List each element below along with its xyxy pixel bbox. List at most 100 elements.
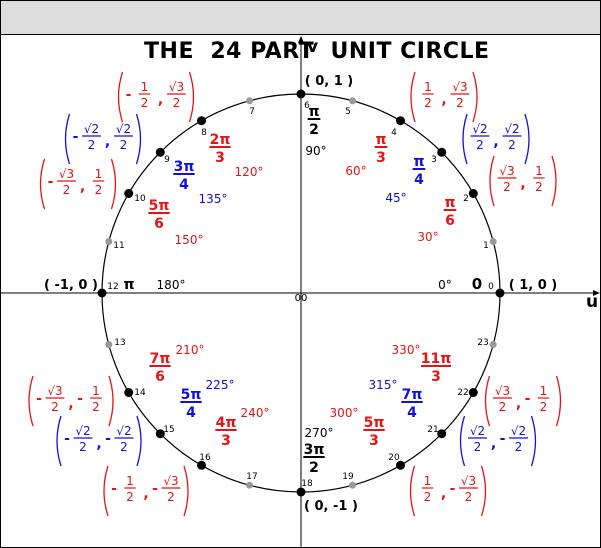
circle-point (437, 147, 447, 157)
point-number-label: 20 (388, 453, 400, 463)
coordinate-comma: , (68, 396, 73, 412)
coordinate-left-paren (459, 415, 466, 467)
coordinate-minus-sign: - (36, 391, 42, 407)
circle-point (396, 116, 405, 126)
radian-label-denominator: 6 (155, 369, 165, 385)
coordinate-left-paren (484, 375, 491, 427)
circle-point (124, 388, 134, 397)
coordinate-y-numerator: 1 (95, 167, 103, 181)
circle-point (197, 116, 206, 126)
degree-label: 270° (305, 426, 334, 440)
point-number-label: 11 (113, 241, 124, 251)
coordinate-comma: , (491, 436, 496, 452)
coordinate-x-denominator: 2 (476, 138, 484, 152)
circle-point (296, 89, 306, 99)
coordinate-left-paren (103, 465, 109, 517)
axis-coordinate-label: ( -1, 0 ) (44, 278, 98, 293)
degree-label: 90° (305, 144, 326, 158)
coordinate-y-numerator: √3 (461, 474, 476, 488)
radian-label-numerator: 3π (304, 442, 325, 458)
circle-point (155, 147, 165, 157)
point-number-label: 13 (114, 338, 125, 348)
coordinate-x-numerator: √2 (75, 424, 90, 438)
coordinate-right-paren (110, 158, 117, 210)
coordinate-x-denominator: 2 (424, 490, 432, 504)
circle-point (246, 481, 253, 489)
circle-point (349, 97, 356, 105)
coordinate-y-denominator: 2 (515, 440, 523, 454)
radian-label-denominator: 4 (414, 172, 424, 188)
point-number-label: 16 (199, 453, 211, 463)
coordinate-x-denominator: 2 (424, 96, 432, 110)
circle-point (246, 97, 253, 105)
axis-coordinate-label: ( 0, 1 ) (305, 74, 354, 89)
coordinate-x-numerator: √2 (472, 122, 487, 136)
coordinate-x-denominator: 2 (126, 490, 134, 504)
degree-label: 210° (176, 343, 205, 357)
circle-point (197, 460, 206, 470)
circle-point (396, 460, 405, 470)
coordinate-x-denominator: 2 (474, 440, 482, 454)
coordinate-x-numerator: √3 (47, 384, 62, 398)
radian-label-numerator: 3π (174, 159, 195, 175)
v-axis-label: v (307, 37, 318, 57)
radian-label-numerator: 5π (364, 415, 385, 431)
coordinate-comma: , (493, 134, 498, 150)
radian-label-denominator: 3 (376, 150, 386, 166)
point-number-label: 22 (457, 388, 468, 398)
coordinate-minus-sign: - (152, 481, 158, 497)
coordinate-y-numerator: √2 (511, 424, 526, 438)
coordinate-y-numerator: √2 (116, 122, 131, 136)
coordinate-y-numerator: √2 (116, 424, 131, 438)
coordinate-minus-sign: - (64, 431, 70, 447)
coordinate-minus-sign: - (105, 431, 111, 447)
circle-point (105, 341, 113, 348)
radian-label-numerator: 11π (421, 351, 452, 367)
origin-label: 00 (295, 293, 308, 304)
point-number-label: 0 (488, 282, 494, 292)
point-number-label: 5 (345, 107, 351, 117)
coordinate-left-paren (117, 71, 124, 123)
coordinate-right-paren (183, 465, 189, 517)
coordinate-y-denominator: 2 (92, 400, 100, 414)
coordinate-minus-sign: - (450, 481, 456, 497)
coordinate-x-denominator: 2 (51, 400, 59, 414)
coordinate-right-paren (108, 375, 114, 427)
circle-point (489, 238, 497, 245)
coordinate-x-numerator: √3 (499, 164, 514, 178)
coordinate-right-paren (530, 415, 537, 467)
point-number-label: 9 (164, 155, 170, 165)
degree-label: 225° (206, 378, 235, 392)
circle-point (155, 429, 165, 439)
coordinate-y-numerator: √3 (169, 80, 184, 94)
point-number-label: 15 (163, 425, 174, 435)
coordinate-x-denominator: 2 (499, 400, 507, 414)
u-axis-label: u (586, 292, 598, 312)
radian-label-numerator: 5π (181, 387, 202, 403)
point-number-label: 3 (431, 155, 437, 165)
coordinate-comma: , (441, 486, 446, 502)
point-number-label: 8 (201, 128, 207, 138)
coordinate-right-paren (480, 465, 487, 517)
degree-label: 180° (157, 278, 186, 292)
coordinate-comma: , (80, 179, 85, 195)
coordinate-x-denominator: 2 (88, 138, 96, 152)
circle-point (296, 487, 306, 497)
coordinate-x-numerator: √3 (59, 167, 74, 181)
coordinate-left-paren (64, 113, 71, 165)
coordinate-minus-sign: - (126, 87, 132, 103)
radian-label-denominator: 3 (221, 433, 231, 449)
coordinate-y-denominator: 2 (508, 138, 516, 152)
circle-point (468, 189, 478, 198)
coordinate-x-denominator: 2 (79, 440, 87, 454)
circle-point (349, 481, 356, 489)
coordinate-x-numerator: 1 (424, 80, 432, 94)
coordinate-y-numerator: 1 (92, 384, 100, 398)
point-number-label: 6 (304, 101, 310, 111)
degree-label: 135° (199, 192, 228, 206)
coordinate-right-paren (136, 415, 142, 467)
degree-label: 150° (175, 233, 204, 247)
point-number-label: 23 (477, 338, 488, 348)
